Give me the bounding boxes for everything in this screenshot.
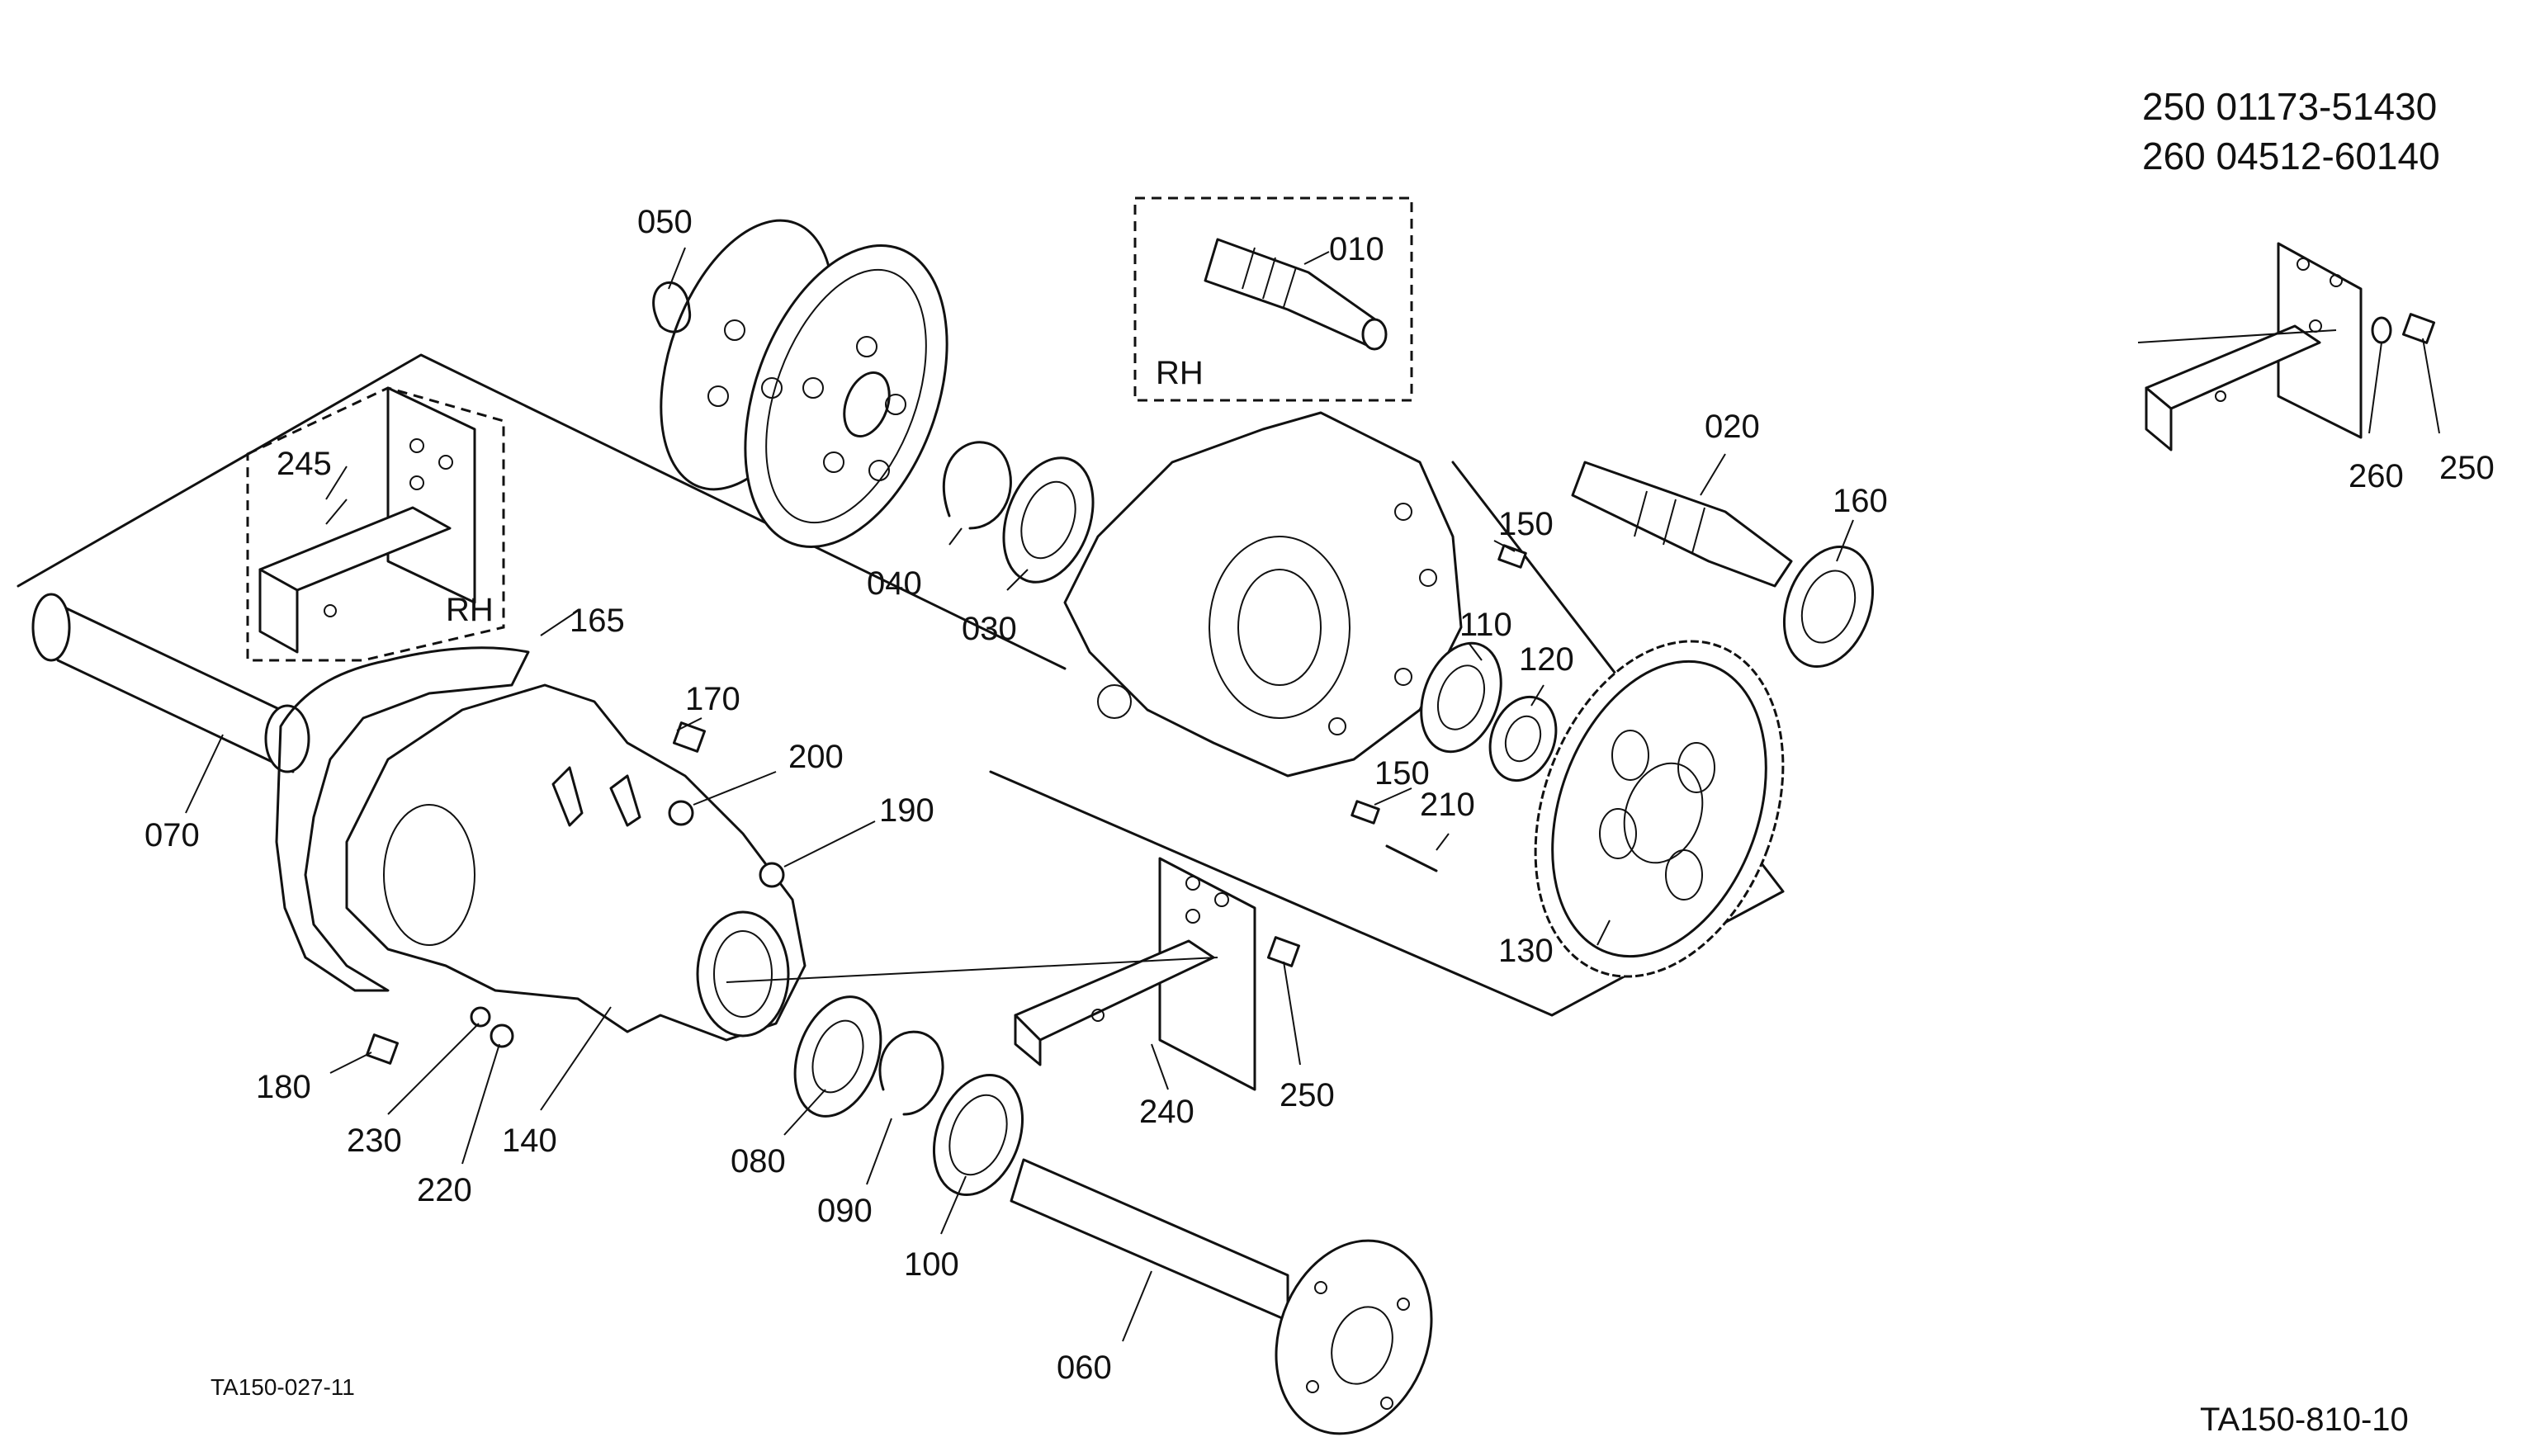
callout-080: 080: [731, 1143, 786, 1179]
plug-200: [668, 800, 694, 826]
shaft-010: [1204, 238, 1388, 351]
rh-shaft-detail-box: [1133, 196, 1413, 402]
pin-150-lower: [1351, 800, 1380, 825]
washer-230: [470, 1006, 491, 1028]
axle-tube-070: [31, 593, 310, 773]
rh-label-shaft: RH: [1156, 355, 1204, 391]
callout-120: 120: [1519, 641, 1574, 678]
figure-code-right: TA150-810-10: [2200, 1402, 2409, 1438]
callout-200: 200: [788, 739, 844, 775]
callout-010: 010: [1329, 231, 1384, 267]
assembly-boundary-line: [17, 353, 1067, 670]
transmission-cover: [1063, 411, 1463, 778]
callout-150-upper: 150: [1498, 506, 1554, 542]
callout-070: 070: [144, 817, 200, 853]
bracket-240: [1014, 857, 1256, 1091]
callout-130: 130: [1498, 933, 1554, 969]
rh-bracket-detail: [246, 386, 505, 662]
bolt-250: [1266, 936, 1301, 967]
clutch-disc-assembly: [660, 219, 948, 548]
pin-150-upper: [1497, 544, 1527, 569]
inset-bracket: [2145, 242, 2436, 451]
callout-260: 260: [2349, 458, 2404, 494]
part-note-line-2: 260 04512-60140: [2142, 135, 2440, 177]
snap-ring-050: [652, 281, 692, 333]
figure-code-left: TA150-027-11: [210, 1374, 355, 1400]
callout-250-inset: 250: [2439, 450, 2495, 486]
washer-260: [2371, 316, 2392, 344]
plug-190: [759, 862, 785, 888]
callout-140: 140: [502, 1123, 557, 1159]
callout-180: 180: [256, 1069, 311, 1105]
callout-100: 100: [904, 1246, 959, 1283]
callout-250: 250: [1280, 1077, 1335, 1113]
snap-ring-090: [878, 1030, 944, 1116]
bolt-180: [365, 1033, 400, 1065]
bearing-160: [1782, 545, 1875, 669]
bearing-030: [1002, 456, 1095, 584]
callout-040: 040: [867, 565, 922, 602]
housing-140: [345, 683, 807, 1042]
part-note-line-1: 250 01173-51430: [2142, 85, 2437, 128]
callout-190: 190: [879, 792, 934, 829]
seal-100: [932, 1073, 1024, 1197]
gear-130: [1534, 640, 1785, 978]
bolt-250-inset: [2401, 313, 2436, 344]
callout-090: 090: [817, 1193, 873, 1229]
callout-230: 230: [347, 1123, 402, 1159]
axle-shaft-060: [1010, 1158, 1433, 1435]
rh-label-bracket: RH: [446, 592, 494, 628]
snap-ring-040: [943, 441, 1012, 530]
callout-050: 050: [637, 204, 693, 240]
leader-lines: [185, 247, 2440, 1342]
callout-110: 110: [1459, 607, 1512, 643]
bearing-080: [793, 995, 882, 1118]
callout-240: 240: [1139, 1094, 1194, 1130]
callout-210: 210: [1420, 787, 1475, 823]
gasket-165: [275, 646, 530, 992]
callout-245: 245: [277, 446, 332, 482]
collar-120: [1488, 695, 1558, 782]
callout-150-lower: 150: [1374, 755, 1430, 792]
callout-labels: 010 020 030 040 050 060 070 080 090 100 …: [144, 204, 2495, 1386]
shaft-020: [1571, 461, 1793, 588]
callout-165: 165: [570, 603, 625, 639]
callout-060: 060: [1057, 1350, 1112, 1386]
callout-170: 170: [685, 681, 740, 717]
stud-210: [1385, 844, 1438, 872]
callout-030: 030: [962, 611, 1017, 647]
callout-220: 220: [417, 1172, 472, 1208]
callout-020: 020: [1705, 409, 1760, 445]
callout-160: 160: [1833, 483, 1888, 519]
nut-220: [490, 1023, 514, 1048]
bolt-170: [672, 721, 707, 753]
bearing-110: [1420, 641, 1502, 754]
